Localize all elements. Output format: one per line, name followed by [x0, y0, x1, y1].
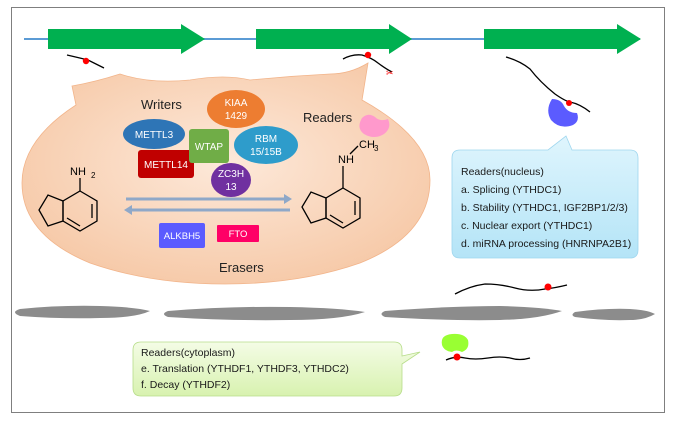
fto-protein	[217, 225, 259, 242]
rbm15-label-line2: 15/15B	[250, 147, 282, 158]
writers-title: Writers	[141, 97, 182, 112]
rbm15-label-line1: RBM	[255, 134, 277, 145]
reaction-arrows	[124, 194, 292, 215]
gene-arrow-3	[484, 24, 641, 54]
gene-arrow-1	[48, 24, 205, 54]
nucleus-reader-item: c. Nuclear export (YTHDC1)	[461, 220, 593, 232]
wtap-label: WTAP	[195, 142, 223, 153]
nucleus-readers-title: Readers(nucleus)	[461, 166, 544, 178]
nucleus-readers-callout	[451, 135, 639, 259]
mettl14-protein	[138, 150, 194, 178]
m6a-molecule	[301, 145, 361, 229]
cytoplasm-reader-item: e. Translation (YTHDF1, YTHDF3, YTHDC2)	[141, 363, 349, 375]
reader-protein-cytoplasm	[441, 333, 469, 352]
reader-protein-pink	[359, 114, 390, 137]
adenine-molecule	[38, 178, 98, 232]
kiaa1429-protein	[207, 90, 265, 128]
m6a-dot	[544, 283, 552, 291]
m6a-dot	[364, 51, 372, 59]
nucleus-reader-item: a. Splicing (YTHDC1)	[461, 184, 562, 196]
mettl14-label: METTL14	[144, 160, 188, 171]
kiaa1429-label-line1: KIAA	[225, 98, 248, 109]
cytoplasm-readers-callout	[132, 341, 421, 397]
zc3h13-label-line1: ZC3H	[218, 169, 244, 180]
left-amine-group: NH	[70, 166, 86, 178]
wtap-protein	[189, 129, 229, 163]
reader-protein-nucleus	[548, 99, 578, 127]
cut-mark-icon: ✂	[386, 68, 394, 78]
zc3h13-protein	[211, 163, 251, 197]
nucleus-readers-text: Readers(nucleus) a. Splicing (YTHDC1) b.…	[461, 163, 631, 253]
m6a-dot	[566, 100, 572, 106]
m6a-dot	[453, 353, 461, 361]
alkbh5-label: ALKBH5	[164, 231, 200, 242]
fto-label: FTO	[229, 229, 248, 240]
cytoplasm-readers-text: Readers(cytoplasm) e. Translation (YTHDF…	[141, 345, 349, 393]
kiaa1429-label-line2: 1429	[225, 111, 248, 122]
right-methyl-subscript: 3	[374, 144, 379, 153]
m6a-dot	[82, 57, 90, 65]
alkbh5-protein	[159, 223, 205, 248]
nuclear-envelope	[15, 305, 655, 321]
nucleus-reader-item: d. miRNA processing (HNRNPA2B1)	[461, 238, 632, 250]
readers-title: Readers	[303, 110, 353, 125]
rbm15-protein	[234, 126, 298, 164]
right-amine-group: NH	[338, 154, 354, 166]
left-amine-subscript: 2	[91, 171, 96, 180]
nucleus-reader-item: b. Stability (YTHDC1, IGF2BP1/2/3)	[461, 202, 628, 214]
gene-arrow-2	[256, 24, 412, 54]
right-methyl-group: CH	[359, 139, 375, 151]
transcript-2	[342, 54, 393, 73]
mettl3-label: METTL3	[135, 130, 174, 141]
cytoplasm-reader-item: f. Decay (YTHDF2)	[141, 379, 231, 391]
transcript-3	[505, 56, 591, 113]
cytoplasm-readers-title: Readers(cytoplasm)	[141, 347, 235, 359]
zc3h13-label-line2: 13	[225, 182, 237, 193]
mettl3-protein	[123, 119, 185, 149]
erasers-title: Erasers	[219, 260, 264, 275]
